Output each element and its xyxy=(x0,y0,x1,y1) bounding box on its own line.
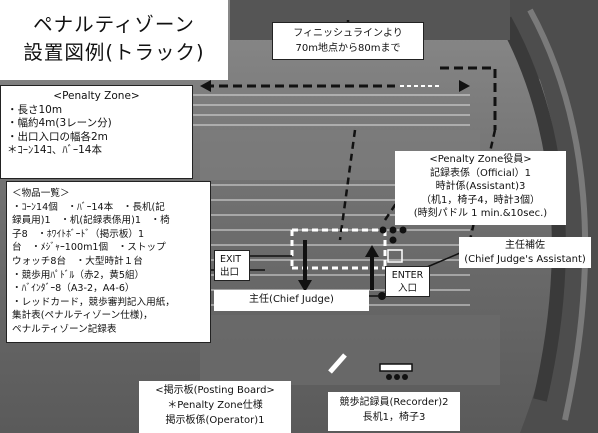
arrow-right-head xyxy=(459,80,470,92)
chief-judge-marker xyxy=(378,292,386,300)
staff-heading: <Penalty Zone役員> xyxy=(429,154,532,165)
penalty-zone-heading: <Penalty Zone> xyxy=(53,90,140,102)
equipment-line: ・ﾊﾞｲﾝﾀﾞｰ8（A3-2，A4-6） xyxy=(12,283,135,295)
posting-board-line-3: 掲示板係(Operator)1 xyxy=(165,415,265,426)
enter-label: ENTER 入口 xyxy=(385,266,430,297)
penalty-zone-spec-line: ・長さ10m xyxy=(7,103,63,116)
title-line-2: 設置図例(トラック) xyxy=(23,41,205,64)
posting-board-line-2: ＊Penalty Zone仕様 xyxy=(167,400,263,411)
cja-line-2: (Chief Judge's Assistant) xyxy=(464,254,586,265)
recorder-chairs xyxy=(386,374,408,380)
posting-board-line-1: <掲示板(Posting Board> xyxy=(155,385,275,396)
equipment-line: 集計表(ペナルティゾーン仕様)， xyxy=(12,310,153,322)
equipment-line: ・競歩用ﾊﾟﾄﾞﾙ（赤2，黄5組） xyxy=(12,269,145,281)
equipment-line: 台 ・ﾒｼﾞｬｰ100m1個 ・ストップ xyxy=(12,242,166,254)
staff-line: 記録表係（Official）1 xyxy=(429,167,532,179)
enter-line-1: ENTER xyxy=(391,270,424,281)
exit-line-1: EXIT xyxy=(220,254,242,265)
equipment-line: 録員用)1 ・机(記録表係用)1 ・椅 xyxy=(12,215,170,227)
equipment-line: ペナルティゾーン記録表 xyxy=(12,323,117,335)
equipment-line: ・ｺｰﾝ14個 ・ﾊﾞｰ14本 ・長机(記 xyxy=(12,201,165,213)
zone-position-note: フィニッシュラインより 70m地点から80mまで xyxy=(272,22,424,60)
staff-line: (時刻パドル 1 min.&10sec.) xyxy=(413,208,548,219)
equipment-list-box: ＜物品一覧＞ ・ｺｰﾝ14個 ・ﾊﾞｰ14本 ・長机(記 録員用)1 ・机(記録… xyxy=(6,181,211,343)
recorder-line-2: 長机1，椅子3 xyxy=(362,412,426,423)
zone-position-line-2: 70m地点から80mまで xyxy=(295,43,401,54)
chief-judge-label: 主任(Chief Judge) xyxy=(214,290,369,311)
penalty-zone-outline xyxy=(290,228,387,270)
penalty-zone-spec-line: ＊ｺｰﾝ14ｺ、ﾊﾞｰ14本 xyxy=(7,144,102,156)
equipment-heading: ＜物品一覧＞ xyxy=(12,188,70,199)
penalty-zone-spec-line: ・出口入口の幅各2m xyxy=(7,130,108,143)
staff-line: （机1，椅子4，時計3個） xyxy=(420,194,541,206)
posting-board xyxy=(328,353,347,374)
equipment-line: ・レッドカード，競歩審判記入用紙， xyxy=(12,296,175,308)
penalty-zone-staff-box: <Penalty Zone役員> 記録表係（Official）1 時計係(Ass… xyxy=(395,151,566,225)
enter-line-2: 入口 xyxy=(397,283,417,294)
chief-judge-text: 主任(Chief Judge) xyxy=(249,294,334,305)
equipment-line: ウォッチ8台 ・大型時計１台 xyxy=(12,255,143,267)
cja-line-1: 主任補佐 xyxy=(505,240,545,251)
arrow-left-head xyxy=(200,80,211,92)
penalty-zone-spec-box: <Penalty Zone> ・長さ10m ・幅約4m(3レーン分) ・出口入口… xyxy=(0,85,193,179)
penalty-zone-spec-line: ・幅約4m(3レーン分) xyxy=(7,117,112,129)
title-line-1: ペナルティゾーン xyxy=(33,13,195,36)
route-dashed-top xyxy=(205,66,497,130)
recorder-line-1: 競歩記録員(Recorder)2 xyxy=(339,397,449,408)
staff-line: 時計係(Assistant)3 xyxy=(435,181,526,192)
assistant-chairs xyxy=(379,226,407,244)
zone-position-line-1: フィニッシュラインより xyxy=(293,28,403,39)
exit-line-2: 出口 xyxy=(220,267,240,278)
official-table xyxy=(387,249,403,263)
recorder-table xyxy=(379,363,413,372)
recorder-label: 競歩記録員(Recorder)2 長机1，椅子3 xyxy=(328,392,460,431)
exit-label: EXIT 出口 xyxy=(214,250,250,281)
posting-board-label: <掲示板(Posting Board> ＊Penalty Zone仕様 掲示板係… xyxy=(139,381,291,433)
diagram-title: ペナルティゾーン 設置図例(トラック) xyxy=(0,0,228,80)
chief-judge-assistant-label: 主任補佐 (Chief Judge's Assistant) xyxy=(459,237,591,268)
equipment-line: 子8 ・ﾎﾜｲﾄﾎﾞｰﾄﾞ（掲示板）1 xyxy=(12,228,145,240)
